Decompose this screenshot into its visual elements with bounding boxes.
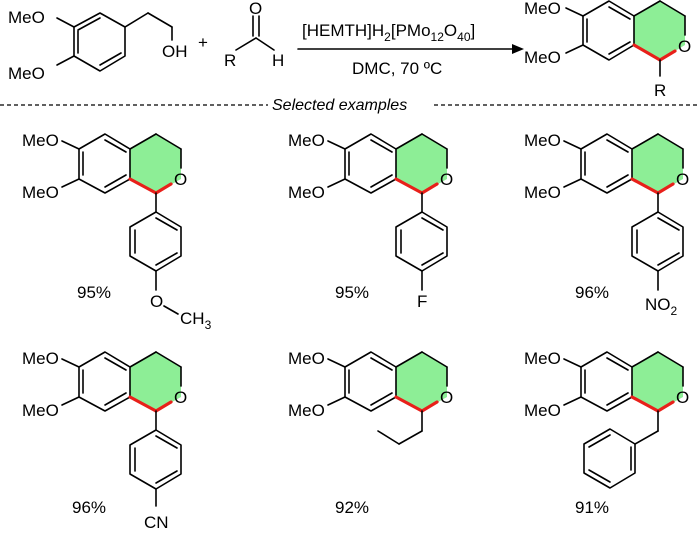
reaction-arrow: [HEMTH]H2[PMo12O40] DMC, 70 ºC bbox=[297, 21, 524, 78]
methoxy-label: MeO bbox=[22, 349, 59, 368]
yield-label: 95% bbox=[77, 283, 111, 302]
methoxy-label: MeO bbox=[524, 183, 561, 202]
yield-label: 91% bbox=[575, 498, 609, 517]
aldehyde-h-label: H bbox=[272, 51, 284, 70]
ring-oxygen-label: O bbox=[440, 170, 453, 189]
reagent-homoveratryl-alcohol: MeO MeO OH bbox=[8, 8, 188, 83]
methoxy-label: MeO bbox=[8, 8, 45, 27]
ring-oxygen-label: O bbox=[678, 37, 691, 56]
catalyst-label: [HEMTH]H2[PMo12O40] bbox=[302, 21, 475, 44]
ring-oxygen-label: O bbox=[174, 170, 187, 189]
example-1: MeO MeO O O CH3 95% bbox=[22, 131, 212, 332]
methoxy-label: MeO bbox=[524, 48, 561, 67]
yield-label: 96% bbox=[575, 283, 609, 302]
methoxy-label: MeO bbox=[8, 64, 45, 83]
example-3: MeO MeO O NO2 96% bbox=[524, 131, 689, 318]
methoxy-label: MeO bbox=[288, 131, 325, 150]
reagent-aldehyde: O R H bbox=[224, 0, 284, 70]
ring-oxygen-label: O bbox=[676, 388, 689, 407]
yield-label: 95% bbox=[335, 283, 369, 302]
product-r-label: R bbox=[654, 81, 666, 100]
yield-label: 92% bbox=[335, 498, 369, 517]
example-5: MeO MeO O 92% bbox=[288, 349, 453, 517]
example-2: MeO MeO O F 95% bbox=[288, 131, 453, 311]
hydroxyl-label: OH bbox=[162, 42, 188, 61]
methoxy-label: MeO bbox=[288, 401, 325, 420]
methoxy-label: MeO bbox=[524, 349, 561, 368]
plus-sign: + bbox=[198, 33, 208, 52]
section-title: Selected examples bbox=[272, 97, 407, 114]
methyl-label: CH3 bbox=[180, 309, 212, 332]
nitro-label: NO2 bbox=[645, 295, 678, 318]
aldehyde-r-label: R bbox=[224, 51, 236, 70]
cyano-label: CN bbox=[144, 513, 169, 532]
methoxy-label: MeO bbox=[524, 131, 561, 150]
conditions-label: DMC, 70 ºC bbox=[352, 59, 442, 78]
yield-label: 96% bbox=[72, 498, 106, 517]
methoxy-label: MeO bbox=[22, 183, 59, 202]
product-isochroman: MeO MeO O R bbox=[524, 0, 691, 100]
methoxy-label: MeO bbox=[524, 0, 561, 18]
ring-oxygen-label: O bbox=[676, 170, 689, 189]
methoxy-label: MeO bbox=[22, 131, 59, 150]
ring-oxygen-label: O bbox=[174, 388, 187, 407]
methoxy-label: MeO bbox=[524, 401, 561, 420]
fluoro-label: F bbox=[417, 292, 427, 311]
ring-oxygen-label: O bbox=[440, 388, 453, 407]
methoxy-label: MeO bbox=[22, 401, 59, 420]
ether-oxygen-label: O bbox=[150, 292, 163, 311]
example-4: MeO MeO O CN 96% bbox=[22, 349, 187, 532]
methoxy-label: MeO bbox=[288, 349, 325, 368]
aldehyde-oxygen-label: O bbox=[249, 0, 262, 18]
example-6: MeO MeO O 91% bbox=[524, 349, 689, 517]
methoxy-label: MeO bbox=[288, 183, 325, 202]
